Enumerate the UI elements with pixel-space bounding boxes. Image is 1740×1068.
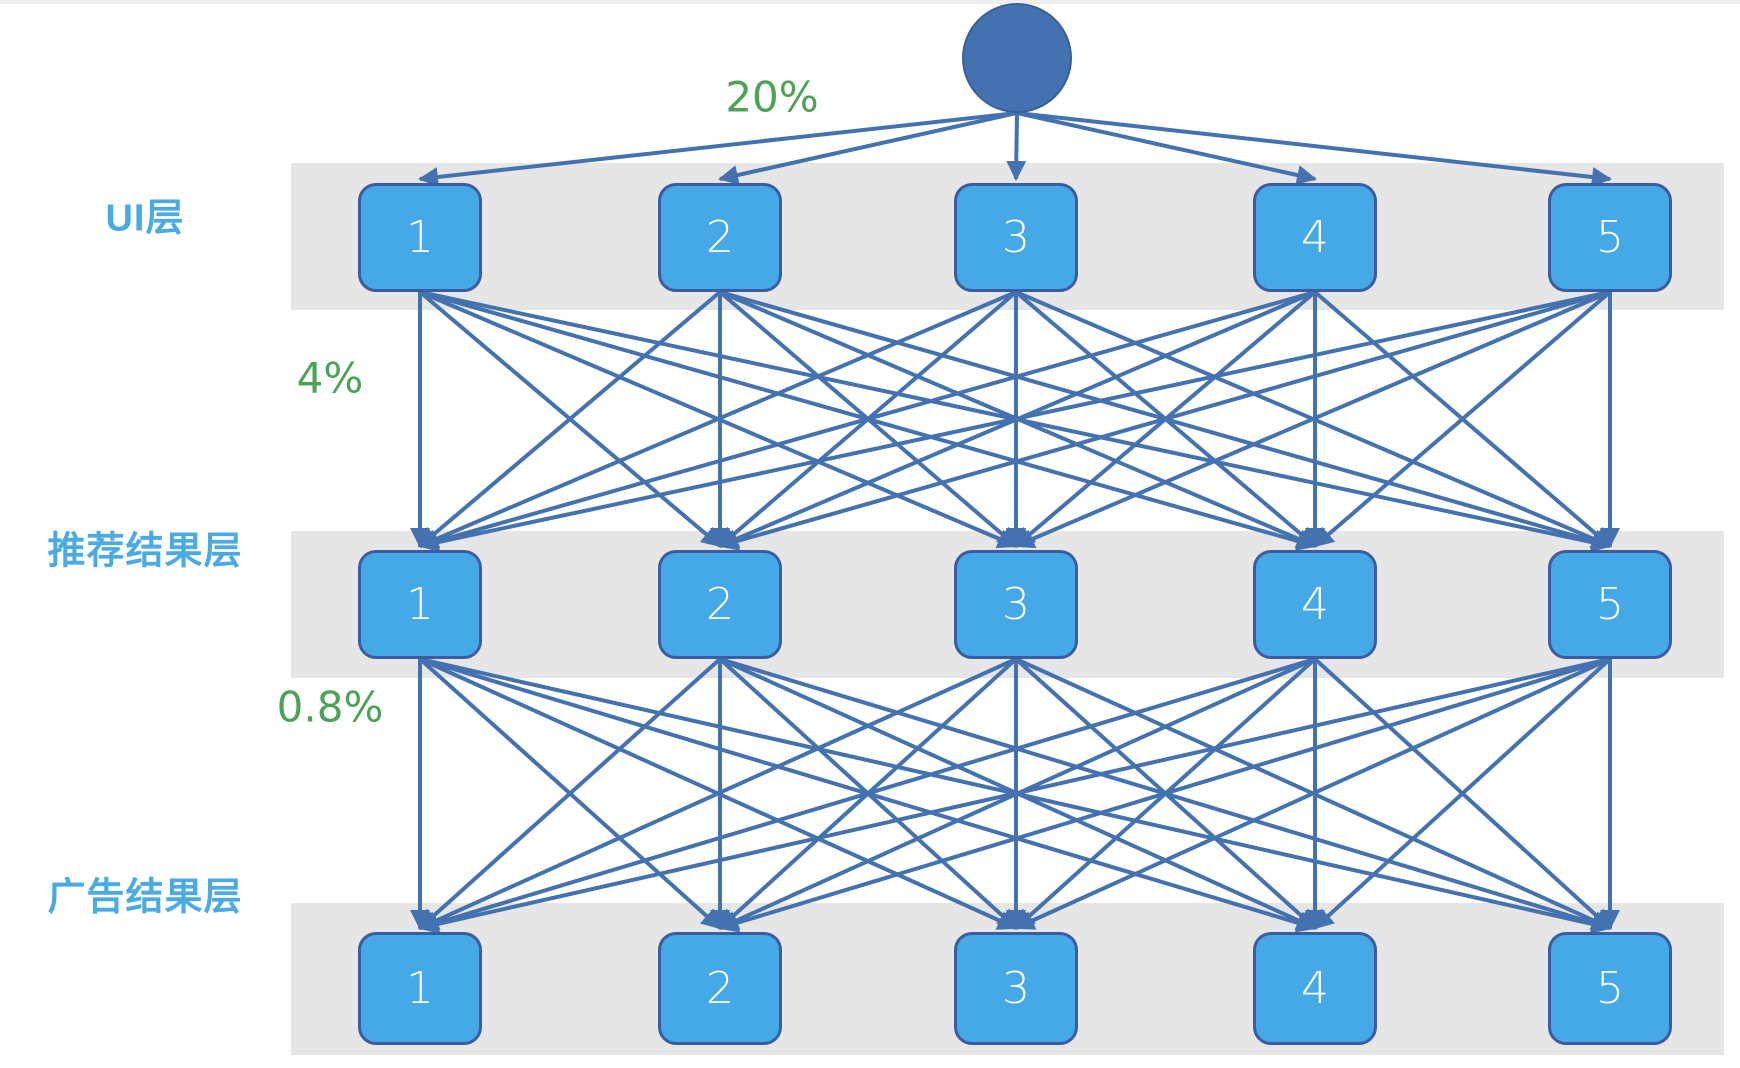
- node-recommend-4[interactable]: 4: [1253, 550, 1377, 659]
- edge-ui1-to-recommend2: [418, 290, 722, 548]
- edge-recommend5-to-ads1: [418, 657, 1611, 934]
- edge-recommend4-to-ads5: [1313, 657, 1612, 930]
- edge-recommend1-to-ads2: [418, 657, 722, 930]
- edge-ui3-to-recommend4: [1014, 290, 1317, 548]
- edge-recommend5-to-ads4: [1313, 657, 1612, 930]
- layer-label-ads: 广告结果层: [47, 876, 243, 919]
- edge-recommend1-to-ads4: [419, 657, 1317, 933]
- node-ads-5[interactable]: 5: [1548, 932, 1672, 1045]
- root-node[interactable]: [962, 3, 1072, 113]
- edge-recommend4-to-ads3: [1014, 657, 1317, 930]
- rate-label-recommend-to-ads: 0.8%: [276, 682, 384, 732]
- edge-recommend1-to-ads3: [419, 657, 1018, 930]
- edge-ui1-to-recommend3: [419, 290, 1018, 549]
- edge-recommend5-to-ads3: [1014, 657, 1611, 930]
- edge-ui2-to-recommend1: [418, 290, 722, 548]
- edge-recommend4-to-ads2: [718, 657, 1316, 930]
- edge-recommend2-to-ads5: [719, 657, 1612, 933]
- node-ui-4[interactable]: 4: [1253, 183, 1377, 292]
- edge-ui2-to-recommend4: [719, 290, 1317, 549]
- edge-recommend3-to-ads2: [718, 657, 1018, 930]
- edge-recommend4-to-ads1: [418, 657, 1316, 933]
- edge-recommend2-to-ads1: [418, 657, 722, 930]
- node-ui-5[interactable]: 5: [1548, 183, 1672, 292]
- edge-recommend1-to-ads5: [419, 657, 1612, 934]
- edge-ui1-to-recommend5: [419, 290, 1612, 553]
- edge-recommend3-to-ads1: [418, 657, 1017, 930]
- edge-recommend5-to-ads2: [718, 657, 1611, 933]
- edge-ui4-to-recommend1: [418, 290, 1316, 551]
- edge-ui5-to-recommend3: [1014, 290, 1611, 549]
- node-ui-3[interactable]: 3: [954, 183, 1078, 292]
- node-ui-1[interactable]: 1: [358, 183, 482, 292]
- edge-ui2-to-recommend3: [718, 290, 1018, 548]
- node-ads-3[interactable]: 3: [954, 932, 1078, 1045]
- layer-label-recommend: 推荐结果层: [47, 530, 243, 573]
- node-recommend-2[interactable]: 2: [658, 550, 782, 659]
- node-ui-2[interactable]: 2: [658, 183, 782, 292]
- top-divider: [0, 0, 1740, 4]
- edge-ui2-to-recommend5: [719, 290, 1612, 551]
- layer-label-ui: UI层: [105, 197, 185, 240]
- edge-ui4-to-recommend2: [718, 290, 1316, 549]
- edge-ui4-to-recommend5: [1313, 290, 1612, 548]
- edge-recommend3-to-ads5: [1015, 657, 1612, 930]
- edge-ui5-to-recommend2: [718, 290, 1611, 551]
- edge-ui3-to-recommend1: [418, 290, 1017, 549]
- edge-recommend3-to-ads4: [1014, 657, 1317, 930]
- node-recommend-5[interactable]: 5: [1548, 550, 1672, 659]
- rate-label-root-to-ui: 20%: [725, 72, 819, 122]
- edge-ui3-to-recommend5: [1015, 290, 1612, 549]
- edge-ui3-to-recommend2: [718, 290, 1018, 548]
- rate-label-ui-to-recommend: 4%: [296, 353, 364, 403]
- edge-recommend2-to-ads3: [718, 657, 1018, 930]
- edge-ui5-to-recommend1: [418, 290, 1611, 553]
- edge-ui4-to-recommend3: [1014, 290, 1317, 548]
- node-recommend-1[interactable]: 1: [358, 550, 482, 659]
- node-recommend-3[interactable]: 3: [954, 550, 1078, 659]
- edge-ui5-to-recommend4: [1313, 290, 1612, 548]
- edge-recommend2-to-ads4: [719, 657, 1317, 930]
- node-ads-4[interactable]: 4: [1253, 932, 1377, 1045]
- node-ads-1[interactable]: 1: [358, 932, 482, 1045]
- edge-ui1-to-recommend4: [419, 290, 1317, 551]
- node-ads-2[interactable]: 2: [658, 932, 782, 1045]
